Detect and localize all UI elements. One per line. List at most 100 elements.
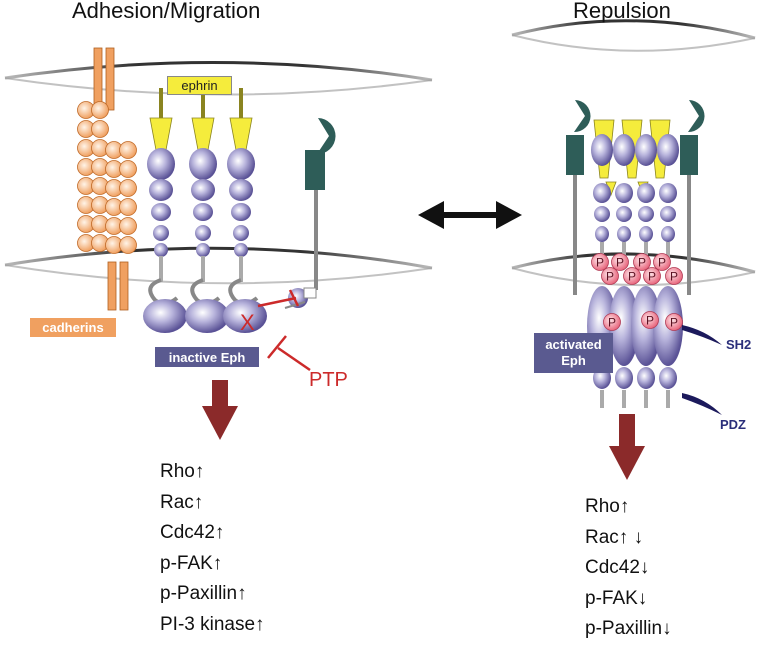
cadherin-domain [119, 141, 137, 159]
sh2-label: SH2 [726, 337, 752, 352]
phospho-site-icon [601, 267, 619, 285]
phospho-label: P [670, 316, 678, 330]
phospho-site-icon [641, 311, 659, 329]
effect-item: Rho↑ [160, 461, 205, 482]
ptp-receptor [284, 118, 336, 309]
fibronectin-domain [661, 226, 675, 242]
ligand-binding-domain [657, 134, 679, 166]
phospho-label: P [616, 256, 624, 270]
eph-domain [191, 179, 215, 201]
fibronectin-domain [660, 206, 676, 222]
eph-domain [151, 203, 171, 221]
phospho-label: P [606, 270, 614, 284]
fibronectin-domain [153, 225, 169, 241]
effect-item: Rac↑ [160, 491, 204, 513]
kinase-domain [143, 299, 187, 333]
sh2-domain-icon [682, 325, 722, 345]
eph-domain [231, 203, 251, 221]
phospho-site-icon [633, 253, 651, 271]
fibronectin-domain [154, 243, 168, 257]
phospho-label: P [596, 256, 604, 270]
effect-item: p-Paxillin↑ [160, 583, 247, 604]
ephrin-ligands [149, 88, 253, 151]
fibronectin-domain [639, 226, 653, 242]
fibronectin-domain [595, 226, 609, 242]
pdz-domain-icon [682, 393, 722, 415]
fibronectin-domain [196, 243, 210, 257]
activated-eph-label: activated Eph [534, 333, 613, 373]
right-effects-list: Rho↑ Rac↑ ↓ Cdc42↓ p-FAK↓ p-Paxillin↓ [585, 492, 672, 645]
effect-item: Cdc42↓ [585, 557, 650, 578]
transmembrane-segment [201, 256, 205, 282]
left-effects-list: Rho↑ Rac↑ Cdc42↑ p-FAK↑ p-Paxillin↑ PI-3… [160, 457, 265, 640]
ligand-binding-domain [227, 148, 255, 180]
fibronectin-domain [616, 206, 632, 222]
transmembrane-segment [644, 242, 648, 260]
fibronectin-domain [638, 206, 654, 222]
cadherin-domain [119, 160, 137, 178]
phospho-site-icon [591, 253, 609, 271]
eph-domain [149, 179, 173, 201]
phospho-label: P [638, 256, 646, 270]
phospho-site-icon [653, 253, 671, 271]
eph-domain [659, 183, 677, 203]
cadherin-domain [91, 101, 109, 119]
c-terminal-tail [666, 390, 670, 408]
effect-item: p-Paxillin↓ [585, 618, 672, 639]
transmembrane-segment [239, 256, 243, 282]
effect-item: PI-3 kinase↑ [160, 613, 265, 635]
sam-domain [637, 367, 655, 389]
fibronectin-domain [617, 226, 631, 242]
phospho-site-icon [643, 267, 661, 285]
cadherin-domain [91, 120, 109, 138]
left-lower-membrane [4, 246, 433, 285]
phospho-label: P [628, 270, 636, 284]
ligand-binding-domain [613, 134, 635, 166]
eph-domain [229, 179, 253, 201]
effect-item: Cdc42↑ [160, 522, 225, 543]
fibronectin-domain [195, 225, 211, 241]
eph-receptors-inactive [143, 148, 267, 333]
c-terminal-tail [622, 390, 626, 408]
left-panel-title: Adhesion/Migration [72, 0, 261, 23]
left-down-arrow-icon [202, 380, 238, 440]
pdz-label: PDZ [720, 417, 746, 432]
kinase-domain [185, 299, 229, 333]
transmembrane-segment [600, 242, 604, 260]
transmembrane-segment [159, 256, 163, 282]
fibronectin-domain [234, 243, 248, 257]
ligand-binding-domain [147, 148, 175, 180]
phospho-site-icon [623, 267, 641, 285]
phospho-label: P [658, 256, 666, 270]
ligand-binding-domain [635, 134, 657, 166]
kinase-domain [223, 299, 267, 333]
kinase-domain [609, 286, 639, 366]
transmembrane-segment [622, 242, 626, 260]
cadherin-domain [119, 236, 137, 254]
eph-domain [637, 183, 655, 203]
phospho-label: P [646, 314, 654, 328]
c-terminal-tail [600, 390, 604, 408]
right-lower-membrane [511, 252, 756, 287]
ptp-receptors-right [566, 100, 705, 295]
phospho-site-icon [665, 267, 683, 285]
phospho-site-icon [603, 313, 621, 331]
cadherin-complex [77, 47, 137, 311]
right-down-arrow-icon [609, 414, 645, 480]
effect-item: p-FAK↑ [160, 552, 223, 574]
sam-domain [615, 367, 633, 389]
cadherin-domain [119, 217, 137, 235]
double-arrow-icon [418, 201, 522, 229]
ptp-inhibition [257, 289, 311, 372]
ephrin-label: ephrin [167, 76, 232, 95]
right-upper-membrane [511, 19, 756, 52]
effect-item: p-FAK↓ [585, 587, 648, 609]
phospho-label: P [670, 270, 678, 284]
phospho-site-icon [665, 313, 683, 331]
effect-item: Rho↑ [585, 496, 630, 517]
ptp-label: PTP [309, 369, 348, 391]
ligand-binding-domain [189, 148, 217, 180]
phospho-site-icon [611, 253, 629, 271]
